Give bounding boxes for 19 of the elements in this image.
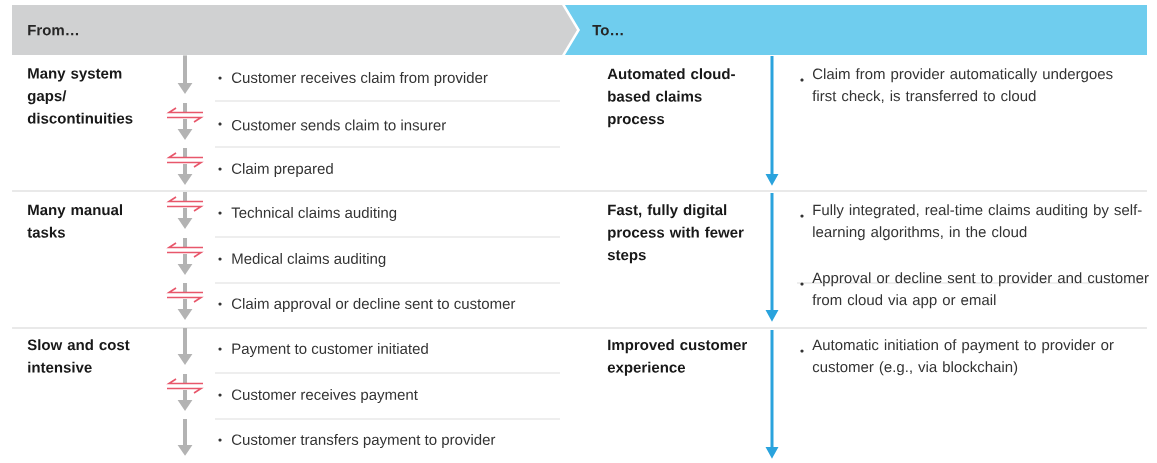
step-text: Claim prepared: [232, 163, 333, 177]
header-band: To…: [565, 5, 1147, 55]
step-text: Technical claims auditing: [231, 207, 397, 221]
step-text: Claim approval or decline sent to customer: [232, 298, 516, 312]
bullet-text: Automatic initiation of payment to provider or customer (e.g., via blockchain): [812, 339, 1114, 376]
step-text: Medical claims auditing: [232, 253, 386, 267]
step-text: Payment to customer initiated: [232, 343, 428, 357]
row-heading: Slow and cost intensive: [27, 339, 130, 373]
step-text: Customer sends claim to insurer: [232, 119, 446, 131]
step-text: Customer receives payment: [232, 389, 418, 403]
bullet-text: Approval or decline sent to provider and customer from cloud via app or email: [812, 272, 1149, 309]
step-text: Customer receives claim from provider: [232, 72, 488, 86]
row-heading: Improved customer experience: [607, 339, 747, 376]
step-text: Customer transfers payment to provider: [232, 434, 496, 448]
row-heading: Many manual tasks: [27, 204, 122, 238]
header-band: From…: [12, 5, 577, 55]
row-heading: Fast, fully digital process with fewer steps: [607, 204, 744, 264]
bullet-text: Fully integrated, real-time claims auditing by self-learning algorithms, in the cloud: [813, 204, 1142, 241]
row-heading: Automated cloud-based claims process: [607, 68, 735, 128]
